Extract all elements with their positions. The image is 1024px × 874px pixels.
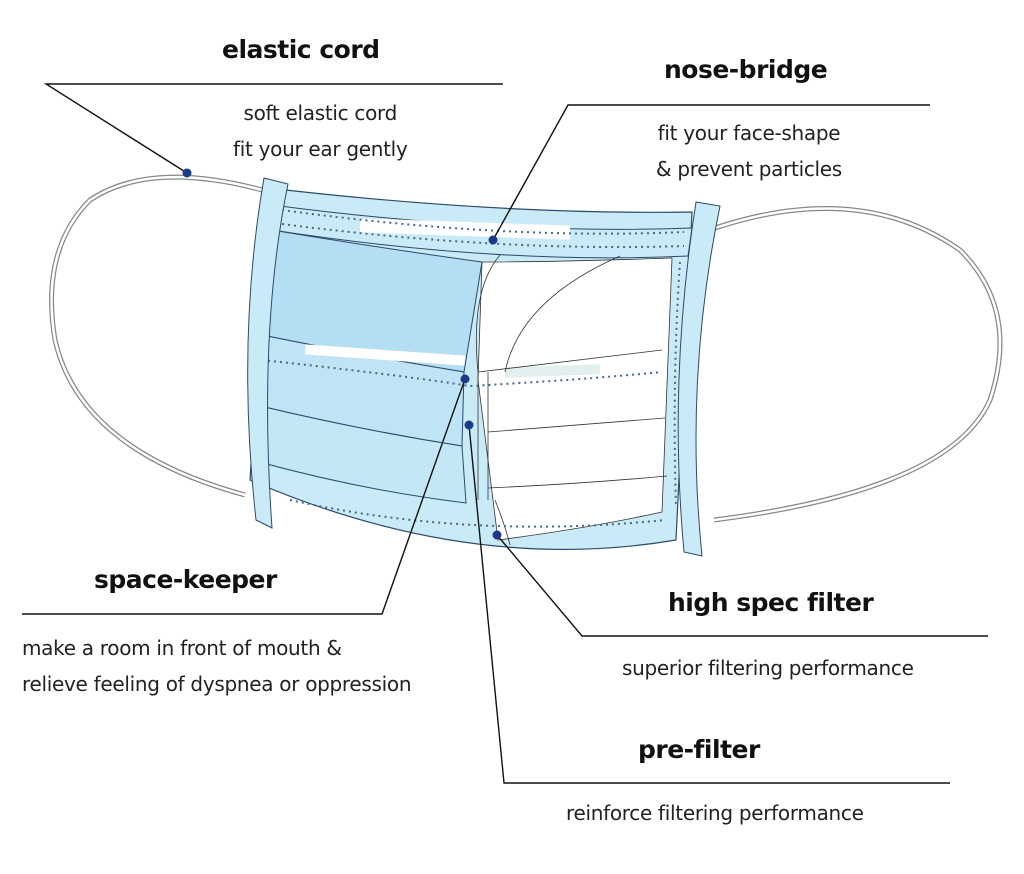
- mask-body: [247, 177, 721, 557]
- callout-desc-line: superior filtering performance: [622, 656, 914, 680]
- left-ear-loop: [49, 174, 263, 498]
- marker-elastic-cord: [182, 168, 192, 178]
- callout-desc-line: reinforce filtering performance: [566, 801, 864, 825]
- leader-nose-bridge: [492, 104, 930, 241]
- callout-title-nose-bridge: nose-bridge: [664, 55, 828, 84]
- marker-space-keeper: [460, 374, 470, 384]
- callout-desc-high-spec-filter: superior filtering performance: [622, 650, 914, 686]
- callout-desc-elastic-cord: soft elastic cord fit your ear gently: [233, 95, 408, 167]
- leader-space-keeper: [22, 378, 466, 615]
- callout-desc-line: & prevent particles: [656, 157, 842, 181]
- leader-high-spec-filter: [496, 534, 988, 637]
- callout-title-elastic-cord: elastic cord: [222, 35, 380, 64]
- marker-nose-bridge: [488, 235, 498, 245]
- callout-desc-line: fit your ear gently: [233, 137, 408, 161]
- markers: [182, 168, 502, 540]
- callout-desc-line: soft elastic cord: [243, 101, 398, 125]
- callout-title-pre-filter: pre-filter: [638, 735, 760, 764]
- leader-lines: [22, 83, 988, 784]
- callout-desc-space-keeper: make a room in front of mouth & relieve …: [22, 630, 412, 702]
- leader-elastic-cord: [43, 83, 503, 174]
- marker-high-spec-filter: [492, 530, 502, 540]
- callout-desc-nose-bridge: fit your face-shape & prevent particles: [656, 115, 842, 187]
- right-ear-loop: [713, 205, 1003, 523]
- callout-desc-line: relieve feeling of dyspnea or oppression: [22, 672, 412, 696]
- callout-desc-pre-filter: reinforce filtering performance: [566, 795, 864, 831]
- callout-title-space-keeper: space-keeper: [94, 565, 277, 594]
- leader-pre-filter: [468, 424, 950, 784]
- marker-pre-filter: [464, 420, 474, 430]
- callout-title-high-spec-filter: high spec filter: [668, 588, 874, 617]
- callout-desc-line: make a room in front of mouth &: [22, 636, 342, 660]
- callout-desc-line: fit your face-shape: [657, 121, 841, 145]
